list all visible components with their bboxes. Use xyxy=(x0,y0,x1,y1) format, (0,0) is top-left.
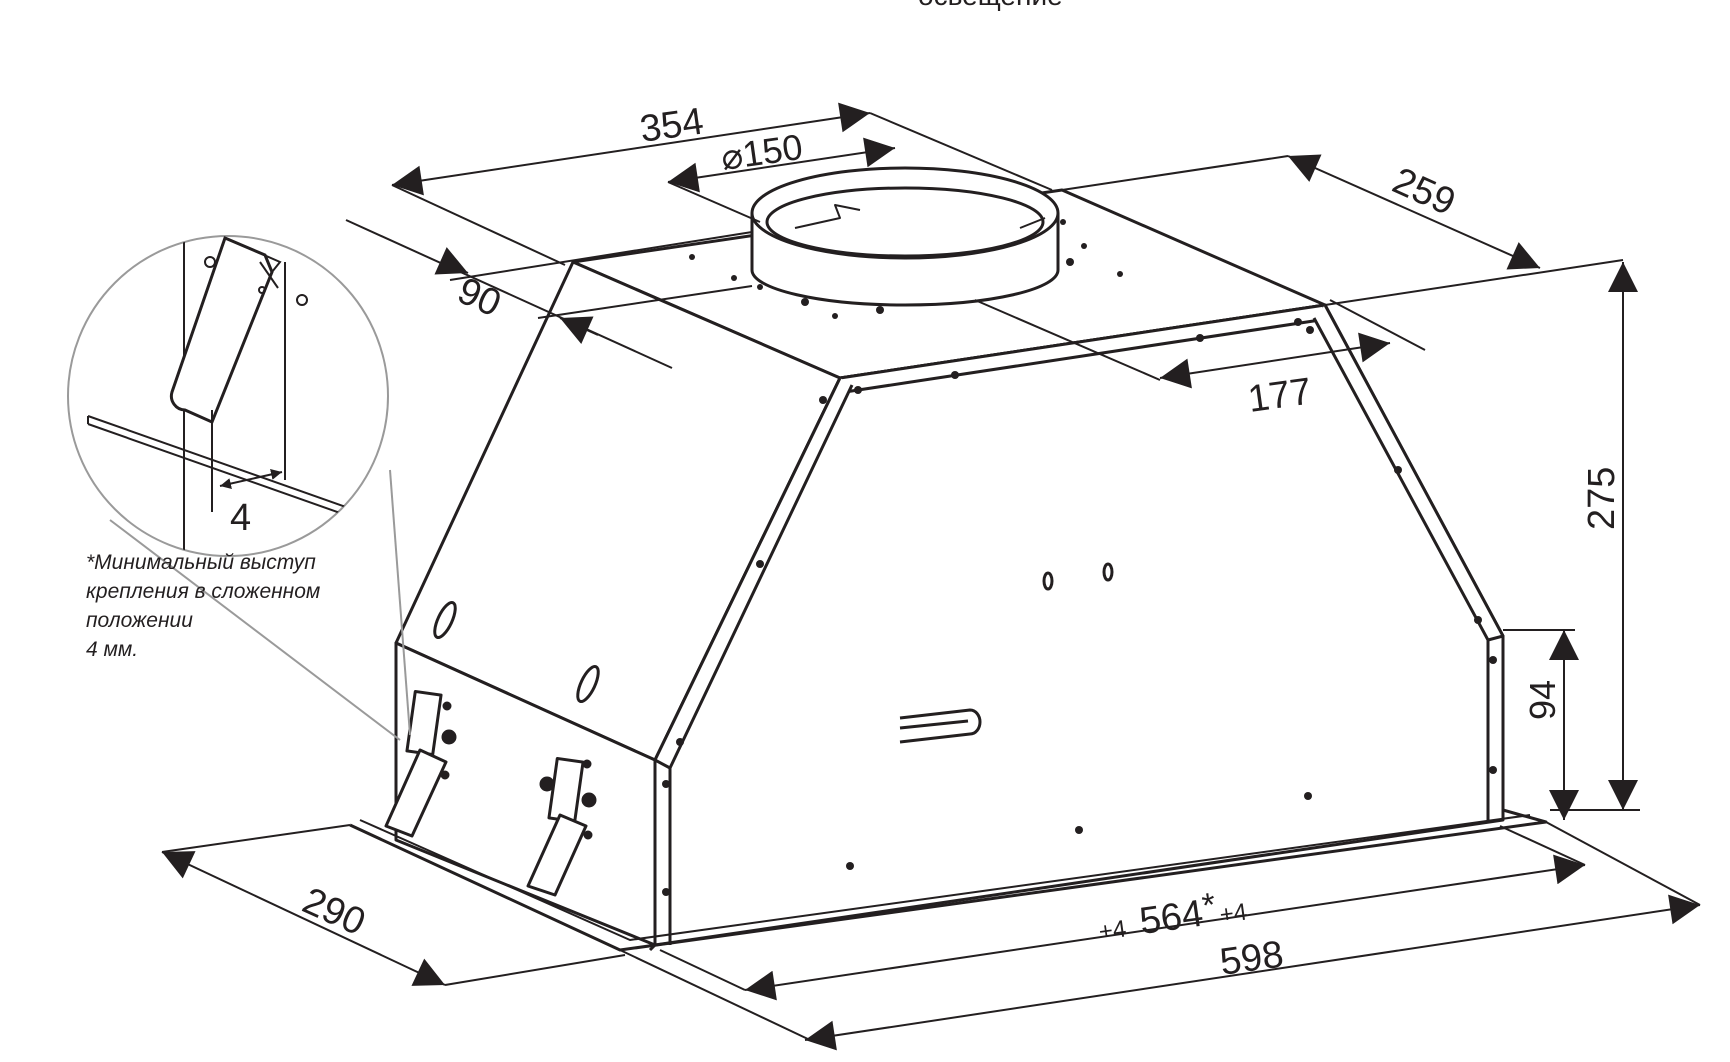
mounting-bracket-center xyxy=(526,756,597,897)
mounting-bracket-left xyxy=(384,689,457,838)
hood-body xyxy=(349,166,1548,952)
front-flange-edge xyxy=(653,377,854,770)
slots xyxy=(433,562,1114,744)
dim-290-label: 290 xyxy=(296,880,371,944)
dim-94-label: 94 xyxy=(1522,680,1563,720)
tolerance-left-label: +4 xyxy=(1097,915,1128,946)
dim-564-star: * xyxy=(1200,886,1218,925)
footnote-line-1: *Минимальный выступ xyxy=(86,551,316,574)
footnote-line-2: крепления в сложенном xyxy=(86,580,321,603)
dim-564-label: 564 xyxy=(1137,893,1206,943)
footnote-line-3: положении xyxy=(86,609,193,632)
dim-259-label: 259 xyxy=(1386,160,1461,224)
dim-177-label: 177 xyxy=(1245,370,1314,420)
footnote-line-4: 4 мм. xyxy=(86,638,139,661)
screw-holes xyxy=(662,219,1497,896)
tolerance-right-label: +4 xyxy=(1218,898,1249,929)
detail-dim-4-label: 4 xyxy=(230,497,251,539)
footnote: *Минимальный выступ крепления в сложенно… xyxy=(86,548,376,664)
dim-598-label: 598 xyxy=(1217,933,1286,983)
dim-354-label: 354 xyxy=(637,100,706,150)
dim-275-label: 275 xyxy=(1581,467,1623,530)
right-flange-edge xyxy=(1312,304,1505,642)
partial-caption: освещение xyxy=(918,0,1063,12)
duct-collar xyxy=(750,166,1060,307)
dimension-lines xyxy=(161,102,1701,1051)
detail-view xyxy=(67,235,411,741)
